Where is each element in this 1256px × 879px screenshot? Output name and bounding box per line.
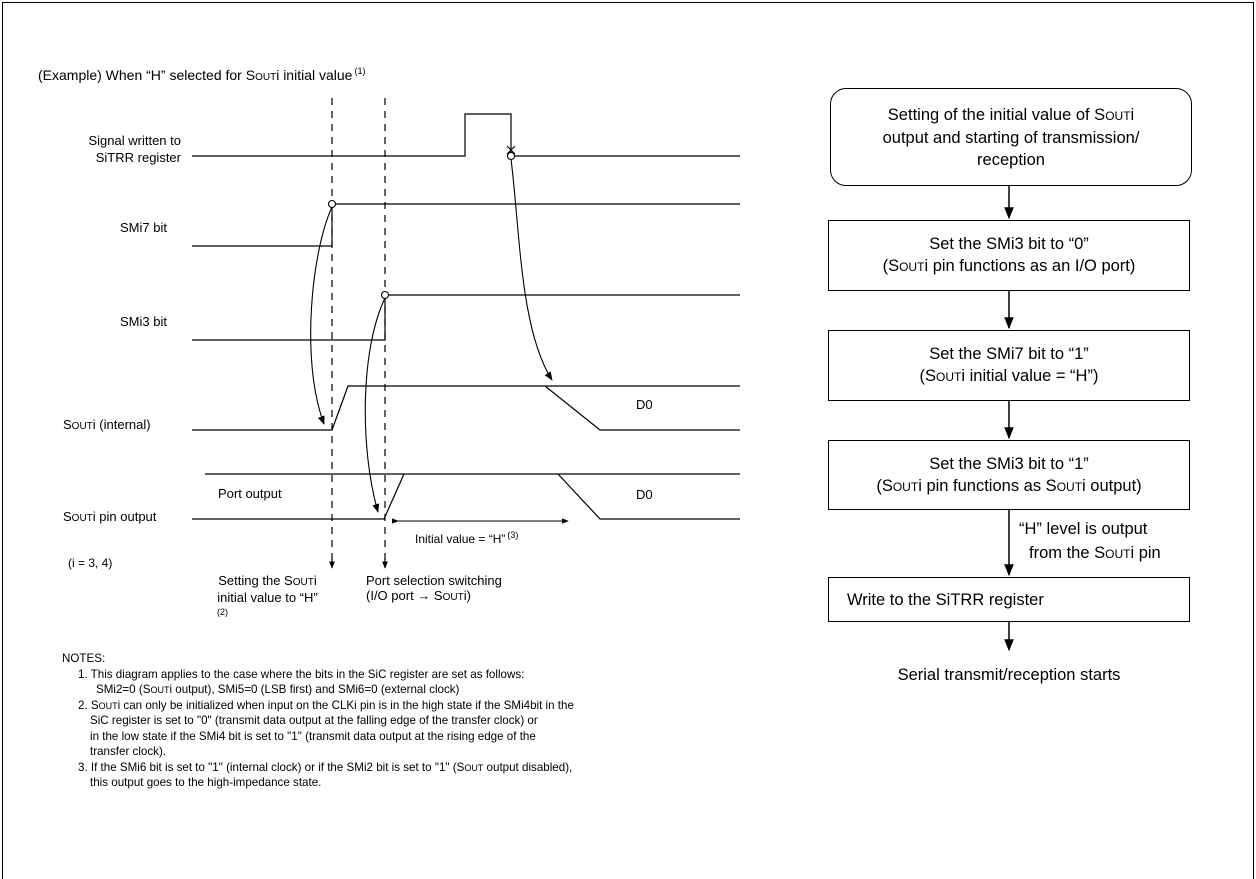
smi3-waveform: [192, 294, 740, 341]
label-initial-value: Initial value = “H”(3): [415, 530, 519, 546]
label-sout-pin: SOUTi pin output: [63, 509, 157, 524]
note-3-line2: this output goes to the high-impedance s…: [90, 776, 322, 789]
flow-start-box: Setting of the initial value of SOUTi ou…: [830, 88, 1192, 186]
event-circle-smi7: [327, 199, 337, 209]
smi7-waveform: [192, 203, 740, 247]
note-2-line1: 2. SOUTi can only be initialized when in…: [78, 699, 574, 712]
note-2-line3: in the low state if the SMi4 bit is set …: [90, 730, 536, 743]
note-2-line4: transfer clock).: [90, 745, 167, 758]
label-i-values: (i = 3, 4): [68, 556, 113, 570]
flow-step-smi7-1: Set the SMi7 bit to “1” (SOUTi initial v…: [828, 330, 1190, 401]
sout-pin-waveform-a: [192, 473, 740, 520]
note-1-line2: SMi2=0 (SOUTi output), SMi5=0 (LSB first…: [96, 683, 460, 696]
flow-level-note-line2: from the SOUTi pin: [1029, 544, 1161, 562]
flow-end-text: Serial transmit/reception starts: [897, 666, 1121, 684]
arrow-smi3-to-pin: [364, 297, 386, 513]
flow-step-write-sitrr: Write to the SiTRR register: [828, 577, 1190, 622]
flow-step-smi3-0: Set the SMi3 bit to “0” (SOUTi pin funct…: [828, 220, 1190, 291]
label-d0-internal: D0: [636, 397, 653, 412]
flow-step-smi3-1: Set the SMi3 bit to “1” (SOUTi pin funct…: [828, 440, 1190, 510]
label-port-selection: Port selection switching (I/O port → SOU…: [366, 573, 502, 603]
flow-level-note-line1: “H” level is output: [1019, 520, 1148, 538]
arrow-sitrr-to-d0: [510, 158, 553, 381]
example-title: (Example) When “H” selected for SOUTi in…: [38, 66, 366, 83]
note-1-line1: 1. This diagram applies to the case wher…: [78, 668, 525, 681]
sitrr-waveform: [192, 113, 740, 157]
label-sitrr-line1: Signal written to: [88, 133, 182, 148]
label-smi3: SMi3 bit: [120, 314, 167, 329]
label-d0-pin: D0: [636, 487, 653, 502]
sout-internal-waveform-b: [544, 385, 740, 431]
sout-internal-waveform-a: [192, 385, 740, 431]
label-sout-internal: SOUTi (internal): [63, 417, 151, 432]
arrow-smi7-to-internal: [310, 206, 333, 425]
label-smi7: SMi7 bit: [120, 220, 167, 235]
note-2-line2: SiC register is set to "0" (transmit dat…: [90, 714, 538, 727]
label-sitrr-line2: SiTRR register: [95, 150, 181, 165]
label-port-output: Port output: [218, 486, 282, 501]
sout-pin-waveform-c: [557, 473, 740, 520]
event-circle-smi3: [380, 290, 390, 300]
event-circle-sitrr: [506, 151, 516, 161]
label-setting-initial: Setting the SOUTi initial value to “H” (…: [217, 573, 318, 617]
note-3-line1: 3. If the SMi6 bit is set to "1" (intern…: [78, 761, 573, 774]
notes-heading: NOTES:: [62, 652, 106, 665]
